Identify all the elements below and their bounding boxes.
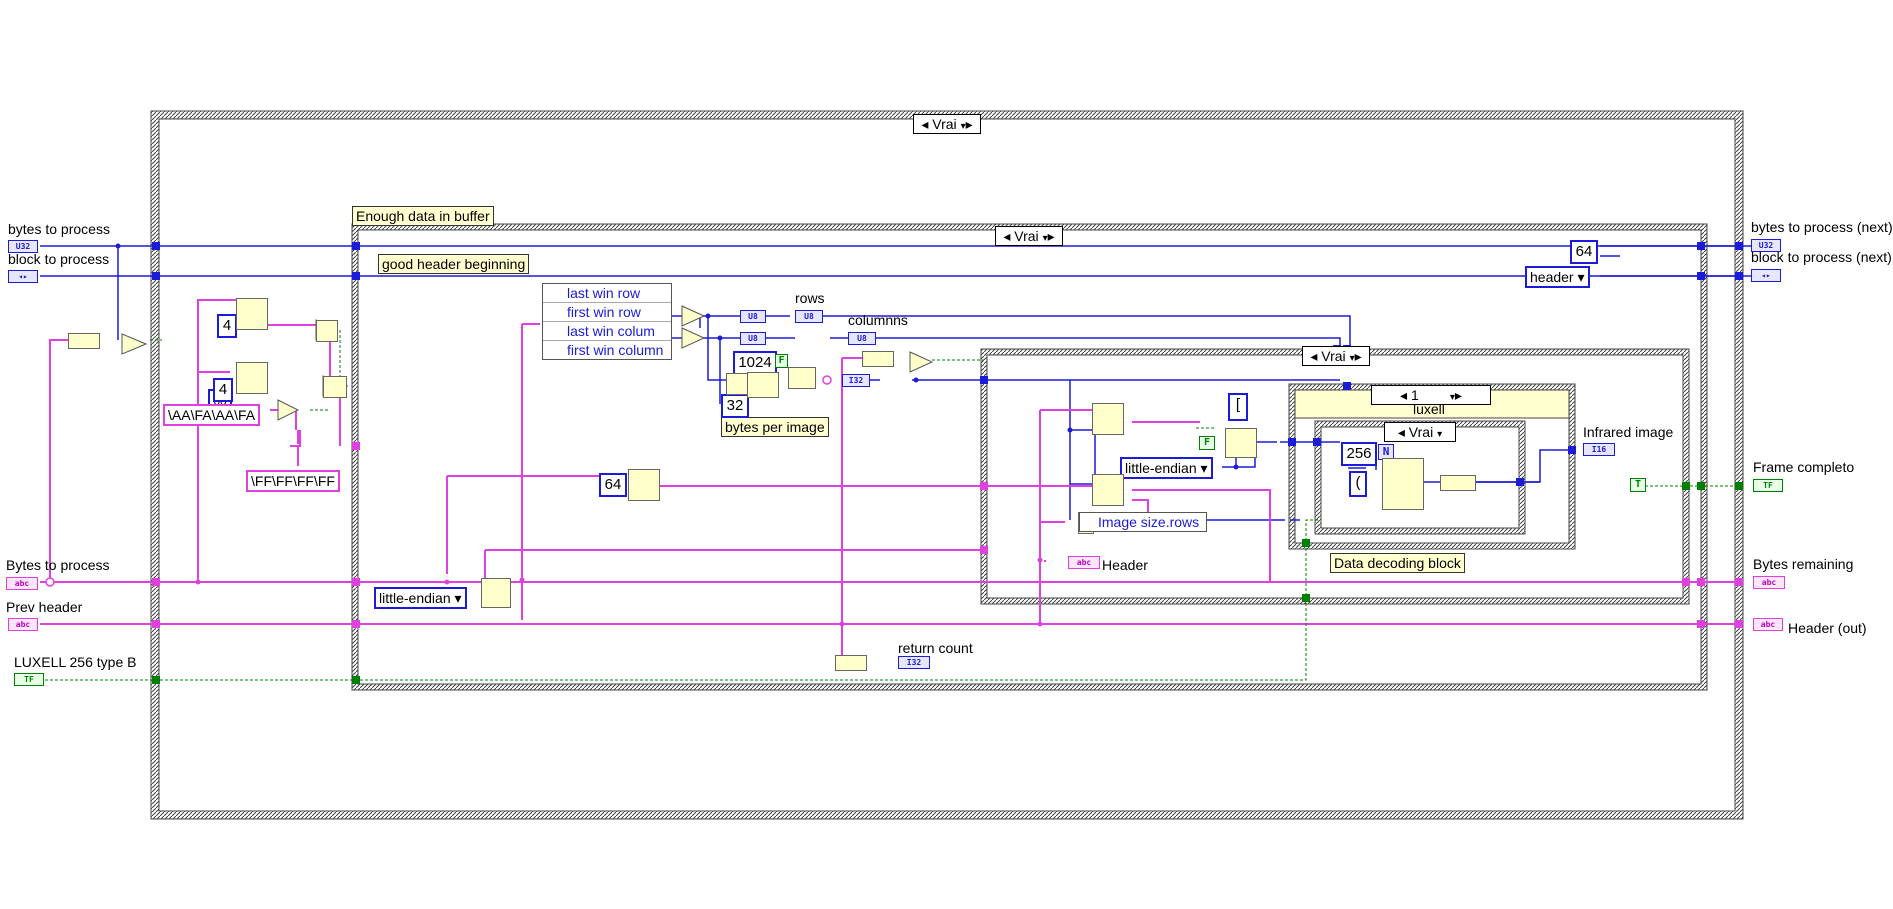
string-length-function-icon-b[interactable] — [862, 351, 894, 367]
string-wires — [40, 299, 1743, 662]
image-size-rows-item: Image size.rows — [1098, 514, 1200, 530]
u8-terminal-rows-icon: U8 — [795, 310, 823, 323]
header-indicator-icon: abc — [1068, 556, 1100, 569]
comment-enough-data: Enough data in buffer — [352, 206, 494, 226]
bracket-constant[interactable]: [ — [1228, 393, 1248, 421]
bool-f-constant-small[interactable]: F — [775, 354, 788, 368]
array-index-function-icon[interactable] — [1382, 458, 1424, 510]
cluster-terminal-icon[interactable]: ◂▸ — [8, 270, 38, 283]
comment-bytes-per-image: bytes per image — [721, 417, 829, 437]
and-function-icon[interactable] — [323, 376, 347, 398]
boolean-wires — [40, 329, 1743, 681]
multiply-function-icon[interactable] — [726, 373, 748, 395]
constant-four-b[interactable]: 4 — [213, 378, 233, 402]
prev-header-terminal-icon[interactable]: abc — [8, 618, 38, 631]
image-size-rows-node[interactable]: Image size.rows — [1079, 512, 1207, 532]
string-length-function-icon-c[interactable] — [835, 655, 867, 671]
output-bytes-to-process-next-label: bytes to process (next) — [1751, 219, 1893, 235]
i16-indicator-icon: I16 — [1583, 443, 1615, 456]
output-block-to-process-next-label: block to process (next) — [1751, 249, 1892, 265]
array-build-function-icon[interactable] — [1440, 475, 1476, 491]
bool-f-constant[interactable]: F — [1199, 436, 1215, 450]
abc-terminal-icon[interactable]: abc — [6, 577, 38, 590]
rows-label: rows — [795, 290, 825, 306]
tf-terminal-icon[interactable]: TF — [14, 673, 44, 686]
constant-ff-string[interactable]: \FF\FF\FF\FF — [246, 470, 340, 492]
u8-indicator-icon-b: U8 — [740, 332, 766, 345]
unbundle-by-name-node[interactable]: last win row first win row last win colu… — [542, 283, 672, 360]
enum-header[interactable]: header ▾ — [1525, 266, 1590, 288]
paren-constant[interactable]: ( — [1349, 471, 1367, 497]
output-tf-terminal-icon[interactable]: TF — [1753, 479, 1783, 492]
input-luxell-type-label: LUXELL 256 type B — [14, 654, 137, 670]
split-string-function-icon-d[interactable] — [1092, 403, 1124, 435]
split-string-function-icon-b[interactable] — [236, 362, 268, 394]
output-cluster-terminal-icon[interactable]: ◂▸ — [1751, 269, 1781, 282]
split-string-function-icon-c[interactable] — [628, 469, 660, 501]
comment-good-header: good header beginning — [378, 254, 530, 274]
return-count-label: return count — [898, 640, 973, 656]
header-indicator-label: Header — [1102, 557, 1148, 573]
unbundle-item: first win column — [567, 342, 664, 358]
columns-label: columnns — [848, 312, 908, 328]
luxell-label: luxell — [1413, 401, 1445, 417]
i32-indicator-icon: I32 — [842, 374, 870, 387]
structure-tunnels — [152, 242, 1743, 684]
quotient-function-icon[interactable] — [747, 372, 779, 398]
string-length-function-icon[interactable] — [68, 333, 100, 349]
wire-junctions — [45, 243, 1239, 627]
select-function-icon[interactable] — [788, 367, 816, 389]
input-bytes-to-process-label: bytes to process — [8, 221, 110, 237]
output-u32-terminal-icon[interactable]: U32 — [1751, 239, 1781, 252]
integer-wires — [40, 245, 1760, 663]
luxell-case-selector[interactable]: ◂ 1 ▾▸ — [1371, 385, 1491, 405]
split-string-function-icon[interactable] — [236, 298, 268, 330]
u32-terminal-icon[interactable]: U32 — [8, 240, 38, 253]
decode-case-selector[interactable]: ◂ Vrai ▾▸ — [1302, 346, 1370, 366]
constant-256[interactable]: 256 — [1341, 442, 1377, 466]
output-header-out-label: Header (out) — [1788, 620, 1867, 636]
output-bytes-remaining-label: Bytes remaining — [1753, 556, 1854, 572]
unbundle-item: last win colum — [543, 322, 671, 341]
unbundle-item: first win row — [543, 303, 671, 322]
input-prev-header-label: Prev header — [6, 599, 83, 615]
infrared-image-label: Infrared image — [1583, 424, 1674, 440]
unbundle-item: last win row — [543, 284, 671, 303]
equal-function-icon[interactable] — [316, 320, 338, 342]
output-header-terminal-icon[interactable]: abc — [1753, 618, 1783, 631]
output-abc-terminal-icon[interactable]: abc — [1753, 576, 1785, 589]
constant-aa-string[interactable]: \AA\FA\AA\FA — [163, 404, 261, 426]
split-string-function-icon-e[interactable] — [1092, 474, 1124, 506]
input-bytes-to-process-string-label: Bytes to process — [6, 557, 110, 573]
outer-case-selector[interactable]: ◂ Vrai ▾▸ — [913, 114, 981, 134]
constant-sixty-four-a[interactable]: 64 — [599, 473, 627, 497]
inner-case-selector[interactable]: ◂ Vrai ▾▸ — [995, 226, 1063, 246]
bool-t-constant[interactable]: T — [1630, 478, 1646, 492]
output-frame-completo-label: Frame completo — [1753, 459, 1855, 475]
u8-terminal-columns-icon: U8 — [848, 332, 876, 345]
input-block-to-process-label: block to process — [8, 251, 110, 267]
constant-32[interactable]: 32 — [721, 394, 749, 418]
decoding-case-selector[interactable]: ◂ Vrai ▾ — [1384, 422, 1456, 442]
i32-return-count-icon: I32 — [898, 656, 930, 669]
unflatten-function-icon-b[interactable] — [1225, 428, 1257, 458]
constant-sixty-four-b[interactable]: 64 — [1570, 240, 1598, 264]
u8-indicator-icon: U8 — [740, 310, 766, 323]
unflatten-function-icon[interactable] — [481, 578, 511, 608]
enum-little-endian-b[interactable]: little-endian ▾ — [1120, 457, 1213, 479]
enum-little-endian-a[interactable]: little-endian ▾ — [374, 587, 467, 609]
constant-four-a[interactable]: 4 — [217, 314, 237, 338]
comment-data-decoding: Data decoding block — [1330, 553, 1465, 573]
